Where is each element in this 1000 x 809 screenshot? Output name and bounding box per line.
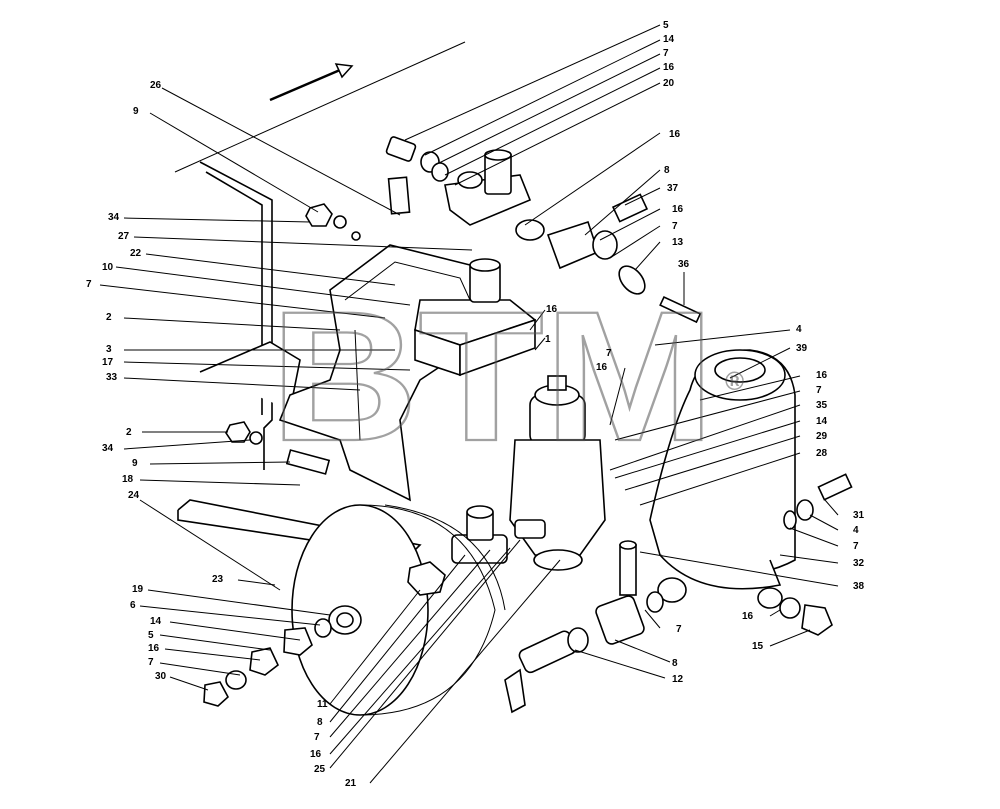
callout-label: 28	[816, 448, 828, 459]
callout-label: 31	[853, 510, 865, 521]
callout-label: 16	[816, 370, 828, 381]
direction-arrow	[174, 41, 466, 173]
callout-label: 22	[130, 248, 142, 259]
callout-label: 7	[816, 385, 822, 396]
callout-label: 19	[132, 584, 144, 595]
callout-label: 7	[853, 541, 859, 552]
callout-labels: 2693427221072317332349182423196145167305…	[86, 20, 865, 789]
callout-label: 7	[314, 732, 320, 743]
callout-label: 5	[148, 630, 154, 641]
callout-label: 29	[816, 431, 828, 442]
callout-label: 25	[314, 764, 326, 775]
callout-label: 16	[148, 643, 160, 654]
callout-label: 4	[796, 324, 802, 335]
valve-block	[414, 258, 537, 377]
callout-label: 7	[676, 624, 682, 635]
drain-plug	[779, 597, 833, 636]
callout-label: 2	[106, 312, 112, 323]
nut-set-upper	[305, 203, 361, 241]
callout-label: 16	[742, 611, 754, 622]
callout-label: 33	[106, 372, 118, 383]
leader-lines	[99, 24, 839, 784]
callout-label: 17	[102, 357, 114, 368]
callout-label: 14	[663, 34, 675, 45]
callout-label: 7	[672, 221, 678, 232]
air-tank	[649, 349, 796, 609]
callout-label: 6	[130, 600, 136, 611]
callout-label: 11	[317, 699, 328, 710]
callout-label: 16	[310, 749, 322, 760]
callout-label: 36	[678, 259, 690, 270]
callout-label: 37	[667, 183, 679, 194]
callout-label: 23	[212, 574, 224, 585]
callout-label: 16	[672, 204, 684, 215]
callout-label: 39	[796, 343, 808, 354]
callout-label: 2	[126, 427, 132, 438]
watermark-registered-mark: ®	[725, 366, 744, 396]
watermark: BTM ®	[269, 273, 744, 481]
callout-label: 27	[118, 231, 130, 242]
callout-label: 16	[596, 362, 608, 373]
callout-label: 34	[108, 212, 120, 223]
callout-label: 7	[86, 279, 92, 290]
nut-set-lower	[225, 421, 331, 475]
callout-label: 10	[102, 262, 114, 273]
callout-label: 34	[102, 443, 114, 454]
callout-label: 9	[132, 458, 138, 469]
fitting-right-upper	[611, 193, 702, 324]
callout-label: 13	[672, 237, 684, 248]
callout-label: 5	[663, 20, 669, 31]
callout-label: 1	[545, 334, 551, 345]
callout-label: 7	[148, 657, 154, 668]
pressure-regulator	[509, 375, 606, 571]
callout-label: 20	[663, 78, 675, 89]
callout-label: 14	[816, 416, 828, 427]
fitting-right-side	[783, 473, 853, 530]
callout-label: 12	[672, 674, 684, 685]
callout-label: 16	[669, 129, 681, 140]
tee-fitting-lower	[595, 540, 664, 645]
callout-label: 9	[133, 106, 139, 117]
fitting-chain-bottom	[203, 618, 332, 707]
callout-label: 16	[546, 304, 558, 315]
callout-label: 8	[317, 717, 323, 728]
callout-label: 7	[663, 48, 669, 59]
callout-label: 15	[752, 641, 764, 652]
callout-label: 7	[606, 348, 612, 359]
callout-label: 26	[150, 80, 162, 91]
callout-label: 32	[853, 558, 865, 569]
fitting-chain-top	[385, 136, 449, 215]
callout-label: 3	[106, 344, 112, 355]
callout-label: 30	[155, 671, 167, 682]
tee-fitting-center	[451, 505, 508, 564]
callout-label: 24	[128, 490, 140, 501]
callout-label: 18	[122, 474, 134, 485]
drain-valve	[504, 627, 589, 714]
mounting-bracket	[177, 161, 422, 556]
callout-label: 14	[150, 616, 162, 627]
callout-label: 8	[664, 165, 670, 176]
callout-label: 35	[816, 400, 828, 411]
callout-label: 4	[853, 525, 859, 536]
top-valve	[444, 149, 618, 270]
callout-label: 38	[853, 581, 865, 592]
callout-label: 16	[663, 62, 675, 73]
callout-label: 8	[672, 658, 678, 669]
watermark-text: BTM	[270, 274, 715, 480]
callout-label: 21	[345, 778, 357, 789]
